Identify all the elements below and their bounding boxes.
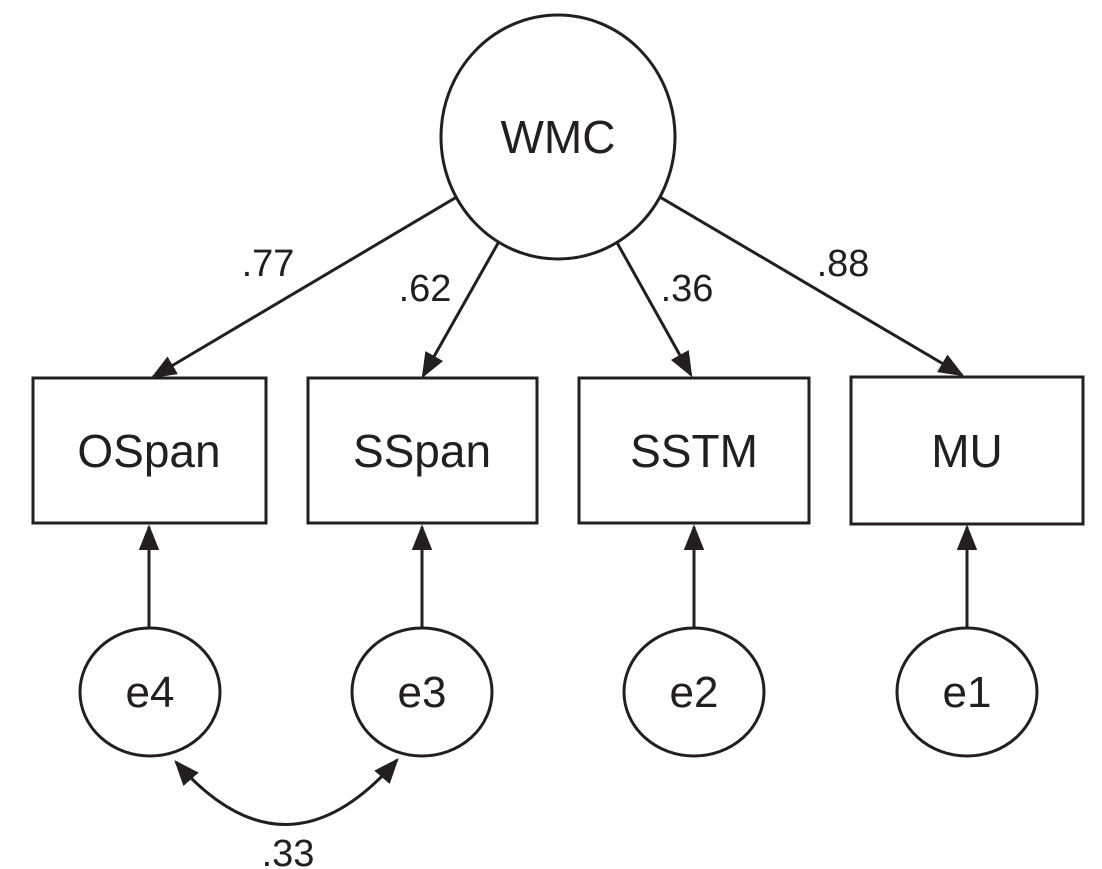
observed-sspan-rect xyxy=(306,376,539,525)
error-e3-label: e3 xyxy=(398,668,447,717)
error-e3-circle xyxy=(350,626,494,758)
error-e1-label: e1 xyxy=(943,668,992,717)
observed-sstm-label: SSTM xyxy=(630,425,758,477)
error-e2-label: e2 xyxy=(670,668,719,717)
error-e1-circle xyxy=(895,626,1039,758)
error-e4-circle xyxy=(78,626,222,758)
loading-sspan-value: .62 xyxy=(399,268,452,310)
observed-ospan-label: OSpan xyxy=(77,425,220,477)
latent-wmc-circle xyxy=(439,13,677,261)
covariance-e4-e3-arc xyxy=(174,758,399,826)
covariance-value: .33 xyxy=(262,833,315,869)
loading-ospan-value: .77 xyxy=(242,243,295,285)
loading-sstm-value: .36 xyxy=(661,268,714,310)
loading-mu-value: .88 xyxy=(817,243,870,285)
error-e2-circle xyxy=(622,626,766,758)
observed-mu-rect xyxy=(849,375,1085,526)
observed-sstm-rect xyxy=(577,376,811,525)
observed-mu-label: MU xyxy=(931,425,1003,477)
observed-sspan-label: SSpan xyxy=(353,425,491,477)
error-e4-label: e4 xyxy=(126,668,175,717)
observed-ospan-rect xyxy=(31,376,268,525)
latent-wmc-label: WMC xyxy=(501,111,616,163)
